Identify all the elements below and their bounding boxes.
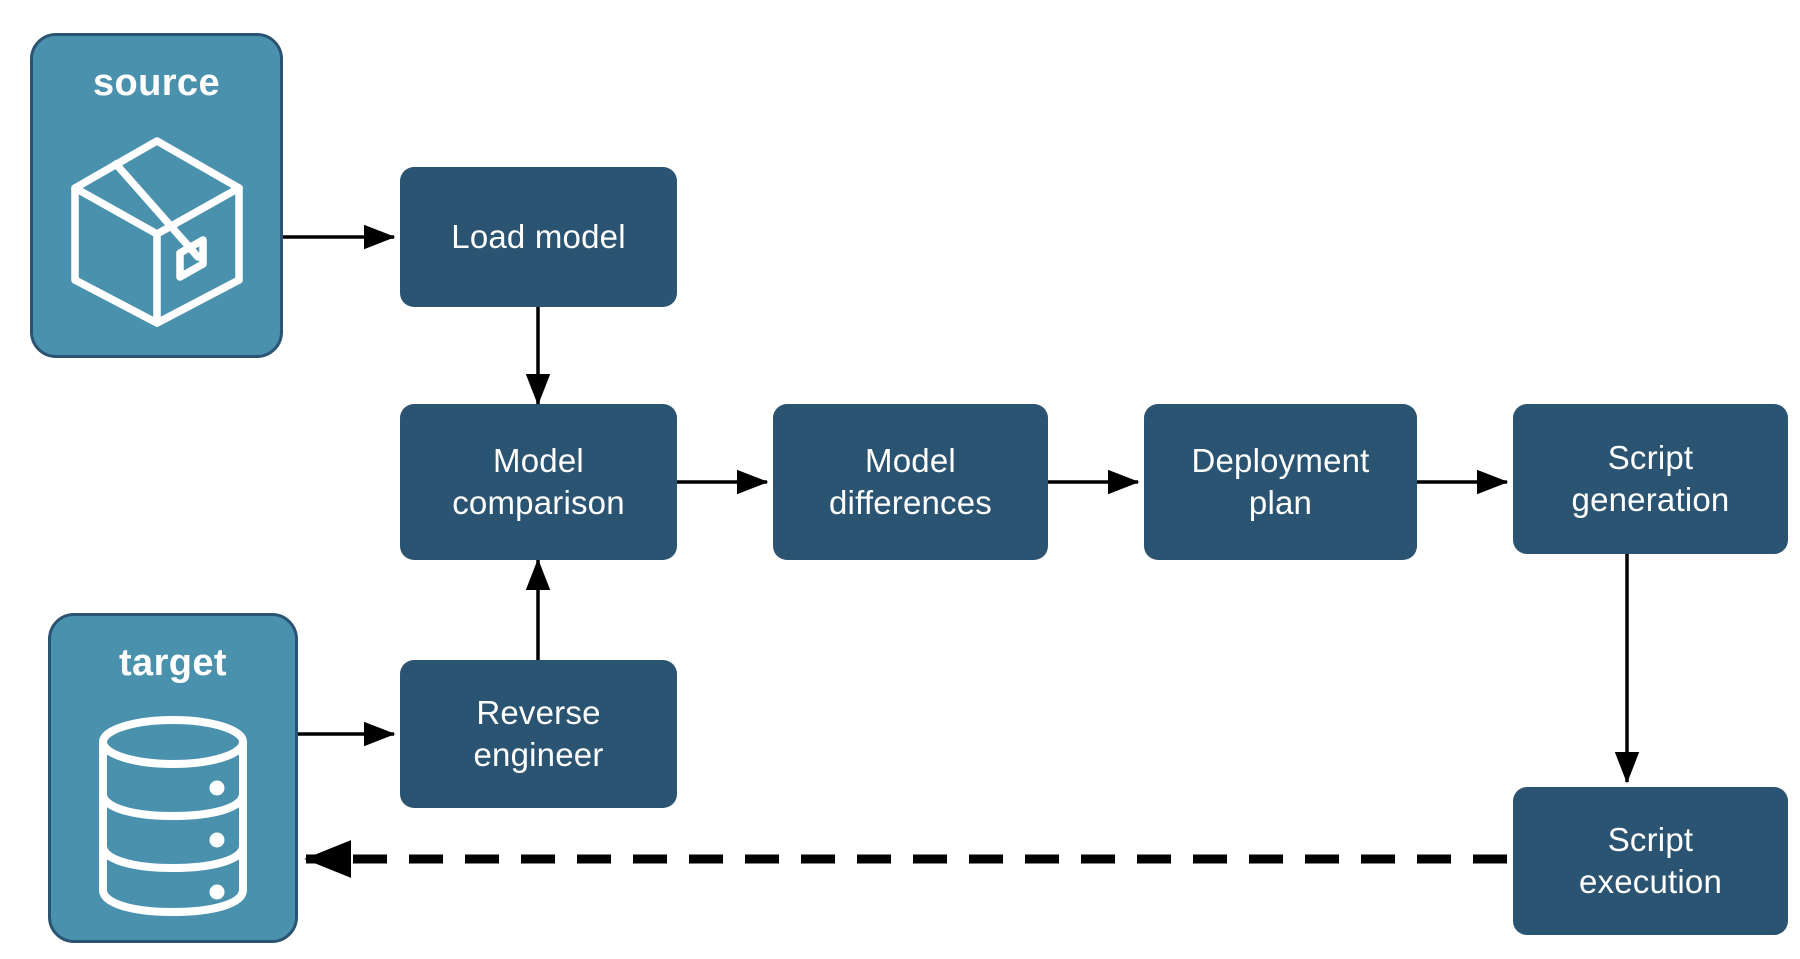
- process-reverse-engineer-label: Reverse engineer: [473, 693, 604, 773]
- process-deployment-plan-label: Deployment plan: [1191, 441, 1370, 521]
- process-script-generation[interactable]: Script generation: [1513, 404, 1788, 554]
- process-model-comparison[interactable]: Model comparison: [400, 404, 677, 560]
- endpoint-source[interactable]: source: [30, 33, 283, 358]
- process-script-generation-label: Script generation: [1571, 438, 1730, 518]
- process-deployment-plan[interactable]: Deployment plan: [1144, 404, 1417, 560]
- process-model-differences[interactable]: Model differences: [773, 404, 1048, 560]
- process-model-differences-label: Model differences: [828, 441, 993, 521]
- process-load-model-label: Load model: [451, 217, 626, 255]
- endpoint-target[interactable]: target: [48, 613, 298, 943]
- process-script-execution[interactable]: Script execution: [1513, 787, 1788, 935]
- endpoint-target-label: target: [119, 642, 227, 684]
- endpoint-source-label: source: [92, 62, 220, 104]
- process-load-model[interactable]: Load model: [400, 167, 677, 307]
- package-box-icon: [33, 105, 280, 355]
- process-reverse-engineer[interactable]: Reverse engineer: [400, 660, 677, 808]
- database-cylinder-icon: [51, 685, 295, 940]
- process-script-execution-label: Script execution: [1578, 820, 1723, 900]
- process-model-comparison-label: Model comparison: [452, 441, 625, 521]
